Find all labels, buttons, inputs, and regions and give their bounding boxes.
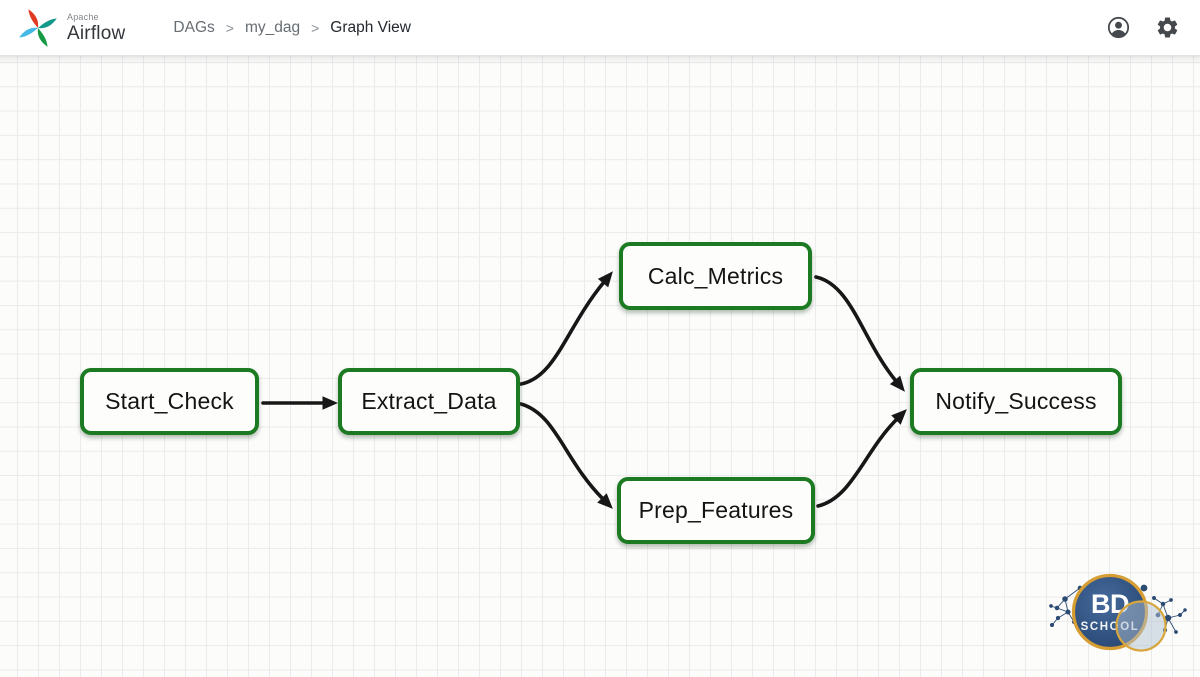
dag-node-start_check[interactable]: Start_Check (80, 368, 259, 435)
logo-apache-text: Apache (67, 11, 99, 22)
logo-text: Apache Airflow (67, 11, 126, 44)
breadcrumb-separator-icon: > (225, 19, 234, 36)
header-actions (1104, 13, 1182, 42)
dag-node-prep_features[interactable]: Prep_Features (617, 477, 815, 544)
dag-node-label: Calc_Metrics (647, 262, 784, 289)
pinwheel-blades (19, 8, 57, 47)
breadcrumb-graph-view: Graph View (330, 18, 411, 36)
airflow-pinwheel-icon (19, 8, 57, 47)
bdschool-accent-dot (1140, 584, 1148, 592)
dag-node-label: Start_Check (105, 388, 234, 414)
bdschool-overlay-circle (1115, 600, 1167, 652)
dag-node-label: Extract_Data (361, 388, 497, 414)
breadcrumb-dags[interactable]: DAGs (173, 18, 215, 36)
graph-canvas-grid[interactable] (0, 56, 1200, 677)
app-header: Apache Airflow DAGs > my_dag > Graph Vie… (0, 0, 1200, 56)
dag-node-notify_success[interactable]: Notify_Success (910, 368, 1122, 435)
logo-airflow-text: Airflow (67, 22, 126, 44)
settings-button[interactable] (1153, 13, 1182, 42)
account-button[interactable] (1104, 13, 1133, 42)
breadcrumb-my-dag[interactable]: my_dag (244, 18, 301, 36)
dag-node-label: Notify_Success (935, 388, 1097, 414)
dag-node-label: Prep_Features (638, 497, 794, 523)
airflow-logo[interactable]: Apache Airflow (18, 8, 125, 48)
settings-icon (1157, 17, 1178, 38)
dag-node-extract_data[interactable]: Extract_Data (338, 368, 520, 435)
account-icon (1107, 16, 1130, 39)
dag-node-calc_metrics[interactable]: Calc_Metrics (619, 242, 812, 310)
bdschool-logo: BD SCHOOL (1049, 573, 1187, 652)
breadcrumb: DAGs > my_dag > Graph View (173, 19, 411, 37)
breadcrumb-separator-icon: > (311, 19, 320, 36)
